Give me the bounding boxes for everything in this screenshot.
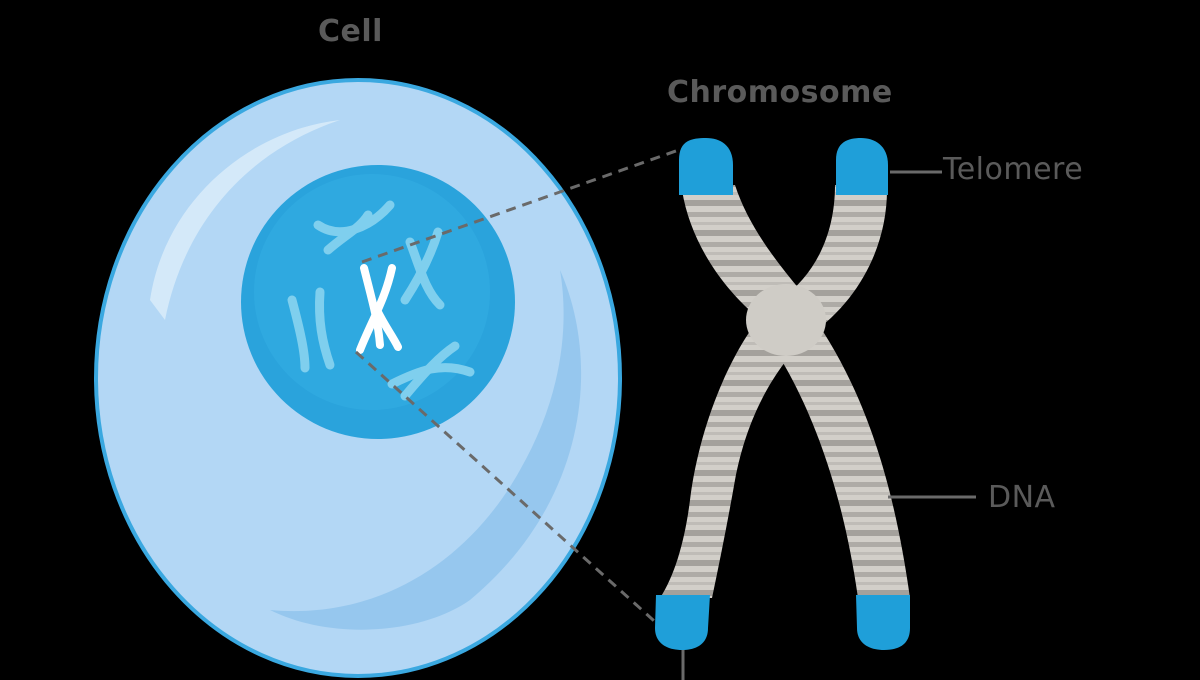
- nucleus-chromosome: [323, 210, 373, 255]
- nucleus-chromosome: [287, 295, 310, 373]
- nucleus-chromosome: [315, 287, 335, 370]
- chromosome-arm-upper-left: [682, 185, 800, 315]
- telomere-bottom-right: [856, 595, 910, 650]
- nucleus-chromosome: [400, 227, 443, 305]
- centromere: [746, 284, 826, 356]
- zoom-lines: [354, 144, 691, 630]
- chromosome-label: Chromosome: [667, 75, 893, 110]
- cell: [94, 78, 622, 678]
- telomere-top-right: [836, 138, 888, 195]
- nucleus: [241, 165, 515, 439]
- telomere-top-left: [679, 138, 733, 195]
- highlighted-chromosome: [372, 304, 402, 351]
- cell-shadow: [270, 270, 582, 630]
- chromosome-arm-lower-right: [755, 305, 910, 598]
- zoom-line-top: [361, 144, 691, 264]
- telomere-label: Telomere: [943, 152, 1084, 187]
- dna-label: DNA: [988, 480, 1056, 515]
- cell-highlight: [150, 120, 340, 320]
- cell-label: Cell: [318, 14, 383, 49]
- nucleus-chromosome: [400, 341, 460, 401]
- telomere-bottom-left: [655, 595, 710, 650]
- zoom-line-bottom: [354, 350, 664, 630]
- chromosome: [655, 138, 910, 650]
- chromosome-arm-lower-left: [660, 300, 815, 598]
